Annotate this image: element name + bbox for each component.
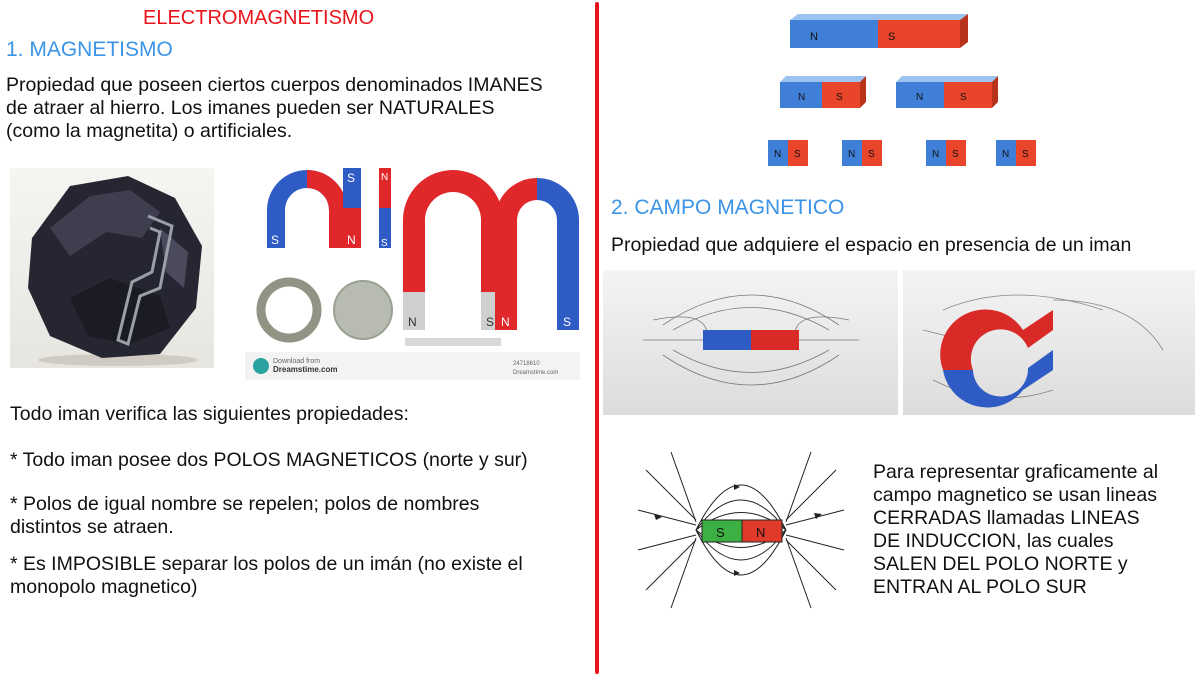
- pole-label: N: [756, 525, 765, 540]
- pole-label: N: [798, 92, 805, 103]
- pole-label: N: [381, 172, 388, 183]
- pole-label: S: [486, 315, 494, 329]
- intro-line: Propiedad que poseen ciertos cuerpos den…: [6, 74, 543, 96]
- pole-label: S: [836, 92, 843, 103]
- property-item-2: * Polos de igual nombre se repelen; polo…: [10, 493, 479, 539]
- properties-heading: Todo iman verifica las siguientes propie…: [10, 403, 409, 425]
- pole-label: S: [868, 149, 875, 160]
- pole-label: N: [501, 315, 510, 329]
- pole-label: S: [888, 31, 895, 43]
- iron-filings-horseshoe-photo: [903, 270, 1195, 415]
- description-line: DE INDUCCION, las cuales: [873, 530, 1114, 552]
- section-heading-magnetismo: 1. MAGNETISMO: [6, 38, 173, 61]
- pole-label: S: [347, 171, 355, 185]
- bar-magnets-image: N S N S N S N S N S: [760, 10, 1060, 178]
- field-lines-diagram: S N: [636, 450, 846, 610]
- stock-id: 24718610: [513, 361, 540, 367]
- pole-label: N: [848, 149, 855, 160]
- description-line: SALEN DEL POLO NORTE y: [873, 553, 1128, 575]
- pole-label: S: [960, 92, 967, 103]
- pole-label: S: [716, 525, 725, 540]
- magnetite-photo: [10, 168, 214, 368]
- intro-line: (como la magnetita) o artificiales.: [6, 120, 293, 142]
- property-line: distintos se atraen.: [10, 516, 174, 538]
- column-divider: [595, 2, 599, 674]
- pole-label: N: [347, 233, 356, 247]
- pole-label: S: [1022, 149, 1029, 160]
- pole-label: S: [271, 233, 279, 247]
- pole-label: N: [774, 149, 781, 160]
- property-line: monopolo magnetico): [10, 576, 198, 598]
- pole-label: N: [932, 149, 939, 160]
- property-item-1: * Todo iman posee dos POLOS MAGNETICOS (…: [10, 449, 528, 471]
- property-line: * Es IMPOSIBLE separar los polos de un i…: [10, 553, 523, 575]
- pole-label: S: [381, 238, 388, 249]
- property-line: * Polos de igual nombre se repelen; polo…: [10, 493, 480, 515]
- iron-filings-bar-photo: [603, 270, 898, 415]
- field-lines-description: Para representar graficamente al campo m…: [873, 461, 1158, 599]
- artificial-magnets-image: S N S N N S N S N S Download from Dreams…: [245, 160, 580, 380]
- pole-label: N: [314, 233, 323, 247]
- dreamstime-text: Dreamstime.com: [273, 365, 337, 374]
- pole-label: S: [563, 315, 571, 329]
- page-title: ELECTROMAGNETISMO: [143, 7, 375, 29]
- pole-label: N: [408, 315, 417, 329]
- pole-label: N: [1002, 149, 1009, 160]
- pole-label: N: [916, 92, 923, 103]
- download-text: Download from: [273, 358, 320, 365]
- section-heading-campo: 2. CAMPO MAGNETICO: [611, 196, 845, 219]
- description-line: ENTRAN AL POLO SUR: [873, 576, 1087, 598]
- description-line: Para representar graficamente al: [873, 461, 1159, 483]
- field-definition: Propiedad que adquiere el espacio en pre…: [611, 234, 1132, 256]
- pole-label: N: [810, 31, 818, 43]
- intro-paragraph: Propiedad que poseen ciertos cuerpos den…: [6, 74, 543, 143]
- description-line: campo magnetico se usan lineas: [873, 484, 1157, 506]
- description-line: CERRADAS llamadas LINEAS: [873, 507, 1140, 529]
- property-item-3: * Es IMPOSIBLE separar los polos de un i…: [10, 553, 523, 599]
- pole-label: S: [794, 149, 801, 160]
- intro-line: de atraer al hierro. Los imanes pueden s…: [6, 97, 495, 119]
- credit-text: Dreamstime.com: [513, 370, 558, 376]
- pole-label: S: [952, 149, 959, 160]
